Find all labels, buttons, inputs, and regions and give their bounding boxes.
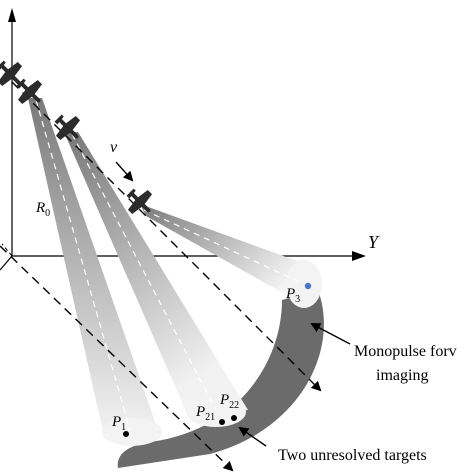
ground-track bbox=[0, 245, 234, 472]
arc-note-line2: imaging bbox=[376, 367, 428, 384]
target-p1-label: P1 bbox=[111, 414, 126, 433]
beam-p21-center bbox=[71, 133, 217, 411]
y-axis-arrow bbox=[352, 251, 366, 261]
target-p21 bbox=[219, 419, 225, 425]
aircraft-4-icon bbox=[126, 188, 153, 215]
targets-note-arrow bbox=[238, 426, 267, 447]
targets-note: Two unresolved targets bbox=[278, 447, 427, 464]
range-label: R0 bbox=[35, 200, 50, 219]
y-axis-label: Y bbox=[368, 232, 380, 252]
footprint-p1 bbox=[102, 418, 162, 446]
aircraft-1-icon bbox=[0, 60, 23, 87]
target-p1 bbox=[123, 431, 129, 437]
aircraft-3-icon bbox=[54, 114, 81, 141]
vertical-axis-arrow bbox=[8, 8, 16, 22]
velocity-arrow bbox=[115, 161, 134, 182]
x-axis-stub bbox=[0, 255, 13, 271]
footprint-p21 bbox=[186, 397, 246, 427]
flight-path bbox=[11, 81, 322, 392]
target-p3-label: P3 bbox=[285, 286, 300, 305]
target-p21-label: P21 bbox=[195, 404, 215, 423]
arc-note-arrow bbox=[310, 323, 351, 345]
beam-p1 bbox=[28, 98, 160, 436]
target-p3 bbox=[304, 282, 312, 290]
beam-p21 bbox=[64, 132, 248, 416]
aircraft-2-icon bbox=[16, 78, 43, 105]
beam-p3-center bbox=[143, 209, 305, 285]
target-p22 bbox=[231, 415, 237, 421]
beam-p3 bbox=[140, 204, 306, 306]
target-p22-label: P22 bbox=[219, 392, 239, 411]
x-axis-stub-back bbox=[1, 243, 13, 257]
arc-note-line1: Monopulse forv bbox=[354, 343, 457, 360]
velocity-label: v bbox=[110, 139, 118, 156]
beam-p1-center bbox=[35, 99, 131, 431]
